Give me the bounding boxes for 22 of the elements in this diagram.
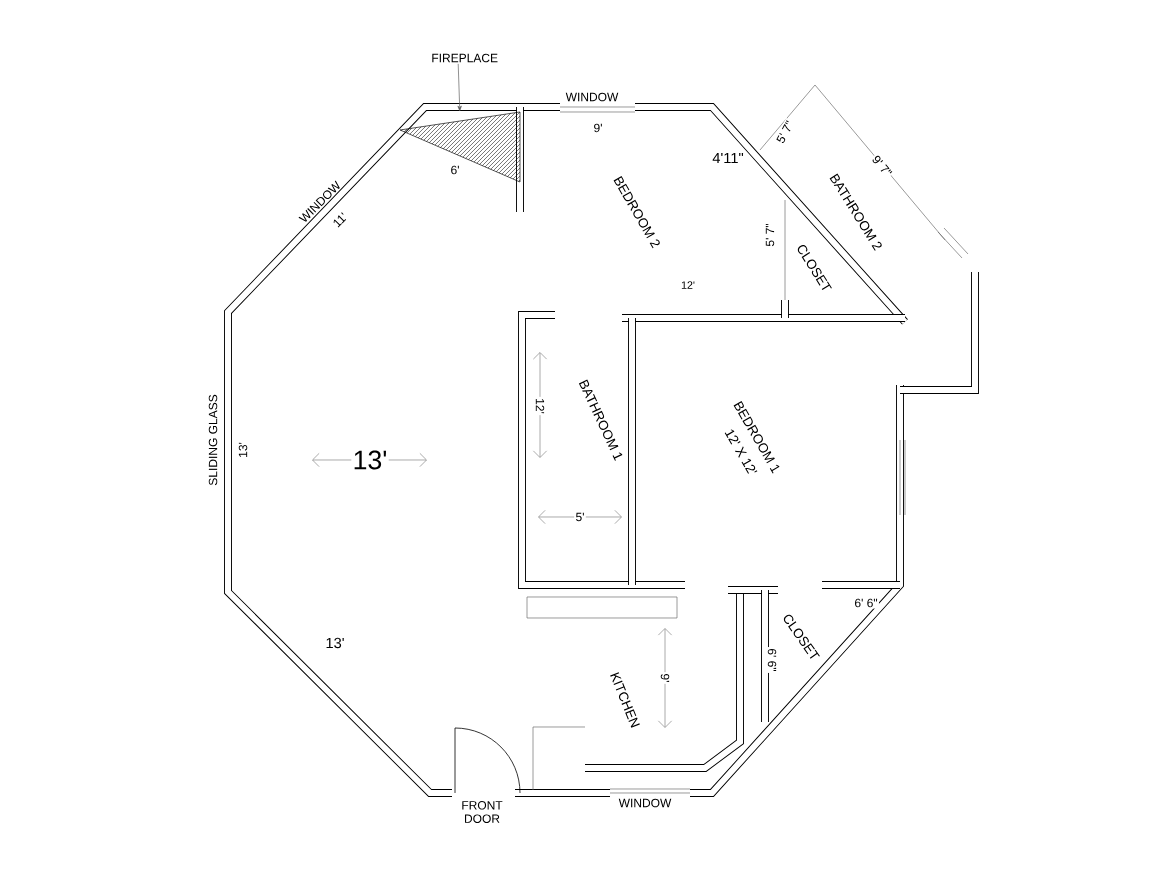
- dimension-label: 12': [534, 396, 546, 416]
- dimension-label: 4'11": [711, 151, 746, 165]
- window-label: SLIDING GLASS: [208, 394, 218, 486]
- dimension-label: 9': [592, 122, 604, 134]
- dimension-label: 9': [659, 672, 671, 684]
- dimension-label: 12': [679, 279, 697, 291]
- window-label: WINDOW: [618, 798, 672, 808]
- dimension-label: 5' 7": [764, 222, 776, 248]
- hatched-fireplace: [399, 111, 521, 183]
- dimension-label: 6': [449, 164, 461, 176]
- dimension-label: 9' 7": [869, 152, 895, 180]
- dimension-label: 13': [237, 440, 249, 460]
- dimension-label: 13': [324, 636, 346, 650]
- room-label: FRONT DOOR: [462, 801, 503, 823]
- dimension-label: 6' 6": [853, 597, 879, 609]
- window-label: WINDOW: [565, 92, 619, 102]
- dimension-label: 6' 6": [766, 647, 778, 673]
- dimension-label: 13': [351, 449, 389, 471]
- room-label: FIREPLACE: [432, 53, 498, 63]
- dimension-label: 5' 7": [774, 117, 796, 146]
- leader-line: [457, 63, 462, 112]
- dimension-label: 5': [574, 511, 586, 523]
